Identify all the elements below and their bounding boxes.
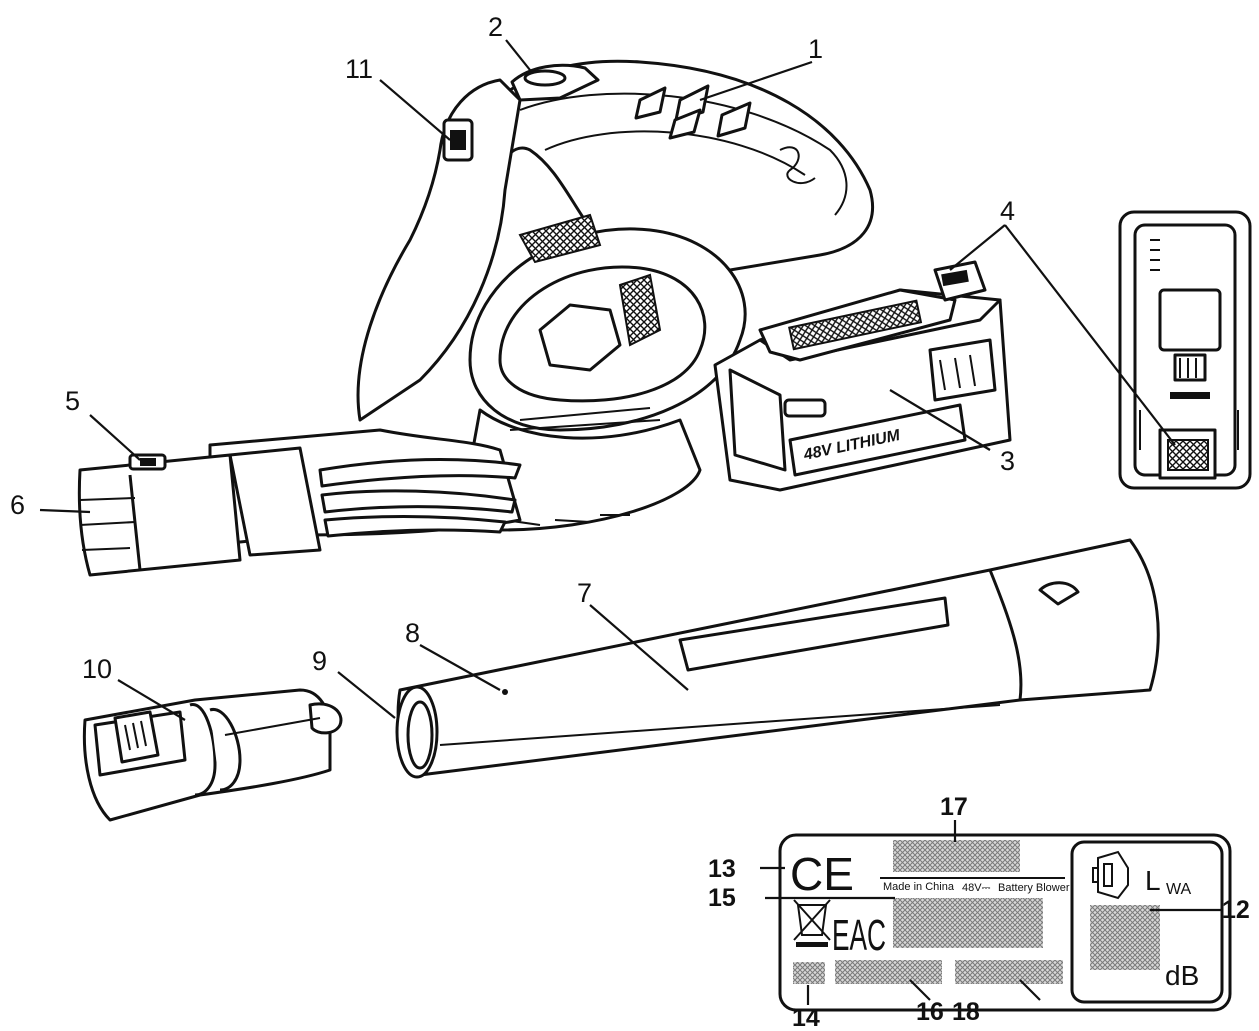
field-14 — [793, 962, 825, 984]
callout-1: 1 — [808, 34, 823, 64]
made-in-text: Made in China — [883, 881, 955, 893]
db-unit: dB — [1165, 960, 1199, 991]
callout-15: 15 — [708, 884, 736, 912]
callout-11: 11 — [345, 54, 373, 84]
callout-16: 16 — [916, 998, 944, 1026]
blower-tube — [395, 538, 1160, 779]
blower-body — [77, 59, 875, 577]
callout-2: 2 — [488, 12, 503, 42]
callout-8: 8 — [405, 618, 420, 648]
motor-column — [356, 78, 522, 422]
battery-bottom-view — [1118, 210, 1252, 490]
callout-5: 5 — [65, 386, 80, 416]
callout-9: 9 — [312, 646, 327, 676]
product-text: Battery Blower — [998, 882, 1070, 894]
callout-13: 13 — [708, 855, 736, 883]
callout-numbers: 1 2 11 4 3 5 6 7 8 9 10 17 13 15 12 14 1… — [10, 12, 1250, 1031]
callout-12: 12 — [1222, 896, 1250, 924]
field-16 — [835, 960, 942, 984]
field-17 — [893, 840, 1020, 872]
flat-nozzle — [82, 688, 343, 822]
callout-14: 14 — [792, 1004, 820, 1031]
air-outlet — [77, 453, 242, 577]
lwa-subscript: WA — [1166, 881, 1192, 898]
callout-10: 10 — [82, 654, 112, 684]
lwa-label: L — [1145, 865, 1161, 896]
callout-6: 6 — [10, 490, 25, 520]
battery-pack: 48V LITHIUM — [713, 260, 1012, 492]
field-18 — [955, 960, 1063, 984]
rating-plate: CE EAC Made in China 48V⎓ Battery Blower… — [778, 833, 1232, 1012]
callout-17: 17 — [940, 793, 968, 821]
leader-lines — [39, 39, 1222, 1005]
field-12 — [1090, 905, 1160, 970]
voltage-text: 48V⎓ — [962, 882, 991, 894]
ce-mark: CE — [790, 848, 854, 900]
callout-7: 7 — [577, 578, 592, 608]
handle — [453, 59, 875, 278]
callout-4: 4 — [1000, 196, 1015, 226]
callout-3: 3 — [1000, 446, 1015, 476]
eac-mark: EAC — [832, 911, 886, 960]
field-15 — [893, 898, 1043, 948]
weee-bin-icon — [793, 899, 831, 947]
callout-18: 18 — [952, 998, 980, 1026]
sound-power-icon — [1092, 850, 1129, 900]
